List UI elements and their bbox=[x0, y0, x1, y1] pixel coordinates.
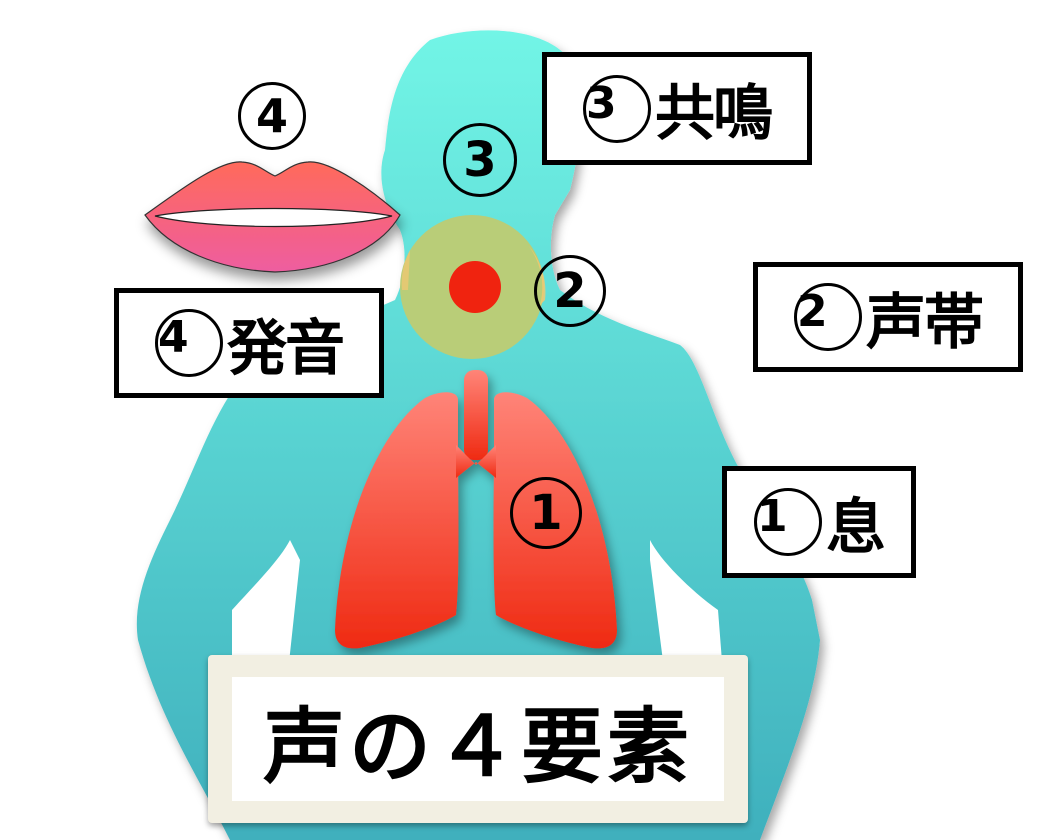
number-4-icon: 4 bbox=[155, 309, 223, 377]
lips-illustration bbox=[144, 161, 401, 273]
diagram-title: 声の４要素 bbox=[232, 677, 724, 801]
throat-marker: 2 bbox=[532, 253, 608, 329]
head-marker: 3 bbox=[440, 120, 520, 200]
label-breath: 1 息 bbox=[722, 466, 916, 578]
label-vocal-cords: 2 声帯 bbox=[753, 262, 1023, 372]
label-articulation-text: 発音 bbox=[227, 313, 345, 384]
vocal-cords-dot bbox=[449, 261, 501, 313]
number-3-icon: 3 bbox=[443, 123, 517, 197]
lips-marker: 4 bbox=[236, 80, 308, 152]
label-vocal-cords-text: 声帯 bbox=[866, 287, 984, 358]
label-breath-text: 息 bbox=[826, 492, 886, 563]
number-1-icon: 1 bbox=[510, 477, 582, 549]
label-resonance: 3 共鳴 bbox=[542, 52, 812, 165]
number-4-icon: 4 bbox=[238, 82, 306, 150]
title-card: 声の４要素 bbox=[208, 655, 748, 823]
number-1-icon: 1 bbox=[754, 488, 822, 556]
number-2-icon: 2 bbox=[794, 283, 862, 351]
lungs-marker: 1 bbox=[508, 475, 584, 551]
number-2-icon: 2 bbox=[534, 255, 606, 327]
number-3-icon: 3 bbox=[583, 74, 651, 143]
label-articulation: 4 発音 bbox=[114, 288, 384, 398]
label-resonance-text: 共鳴 bbox=[655, 79, 773, 149]
